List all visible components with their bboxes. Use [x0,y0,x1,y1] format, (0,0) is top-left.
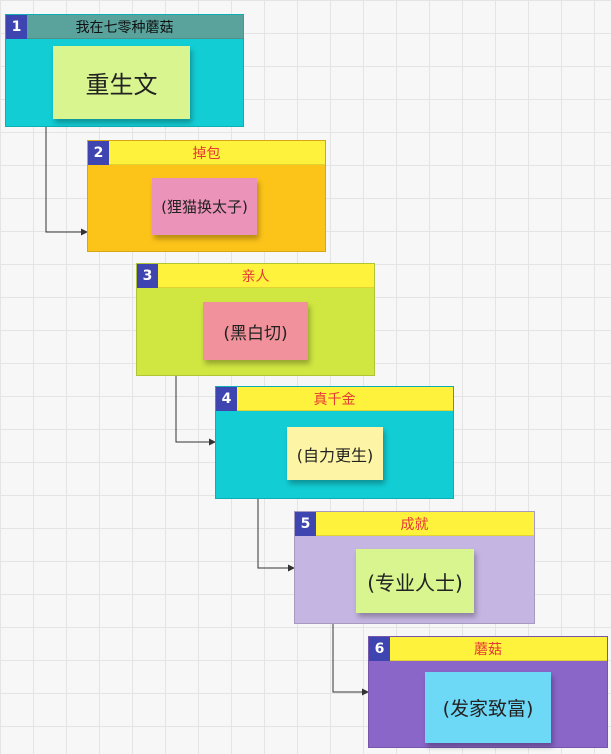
frame-5-number: 5 [295,512,316,536]
frame-2-title: 掉包 [192,145,221,162]
connector-arrow-1-2 [45,127,88,236]
frame-2-number: 2 [88,141,109,165]
frame-4-title: 真千金 [313,391,356,408]
frame-3[interactable]: 亲人 3 (黑白切) [136,263,375,376]
connector-arrow-3-4 [175,376,216,446]
frame-4-header: 真千金 [216,387,453,411]
frame-1-header: 我在七零种蘑菇 [6,15,243,39]
connector-arrow-4-5 [257,499,295,572]
frame-1[interactable]: 我在七零种蘑菇 1 重生文 [5,14,244,127]
frame-5-sticky-note[interactable]: (专业人士) [356,549,474,613]
frame-6-header: 蘑菇 [369,637,607,661]
frame-5-note-text: (专业人士) [367,570,463,595]
frame-1-note-text: 重生文 [85,71,158,99]
frame-4-sticky-note[interactable]: (自力更生) [287,427,383,480]
frame-6[interactable]: 蘑菇 6 (发家致富) [368,636,608,748]
frame-6-sticky-note[interactable]: (发家致富) [425,672,551,743]
frame-4-note-text: (自力更生) [296,445,374,465]
frame-1-number: 1 [6,15,27,39]
frame-2[interactable]: 掉包 2 (狸猫换太子) [87,140,326,252]
frame-2-note-text: (狸猫换太子) [161,198,248,216]
frame-6-title: 蘑菇 [474,641,502,658]
frame-4[interactable]: 真千金 4 (自力更生) [215,386,454,499]
frame-5-header: 成就 [295,512,534,536]
frame-3-note-text: (黑白切) [223,323,288,344]
connector-arrow-5-6 [332,624,369,696]
frame-3-number: 3 [137,264,158,288]
frame-1-title: 我在七零种蘑菇 [75,19,174,36]
frame-1-sticky-note[interactable]: 重生文 [53,46,190,119]
frame-3-title: 亲人 [241,268,270,285]
frame-2-header: 掉包 [88,141,325,165]
frame-3-sticky-note[interactable]: (黑白切) [203,302,308,360]
frame-3-header: 亲人 [137,264,374,288]
frame-6-note-text: (发家致富) [442,698,534,720]
frame-6-number: 6 [369,637,390,661]
frame-2-sticky-note[interactable]: (狸猫换太子) [152,178,257,235]
frame-5-title: 成就 [400,516,429,533]
frame-5[interactable]: 成就 5 (专业人士) [294,511,535,624]
frame-4-number: 4 [216,387,237,411]
